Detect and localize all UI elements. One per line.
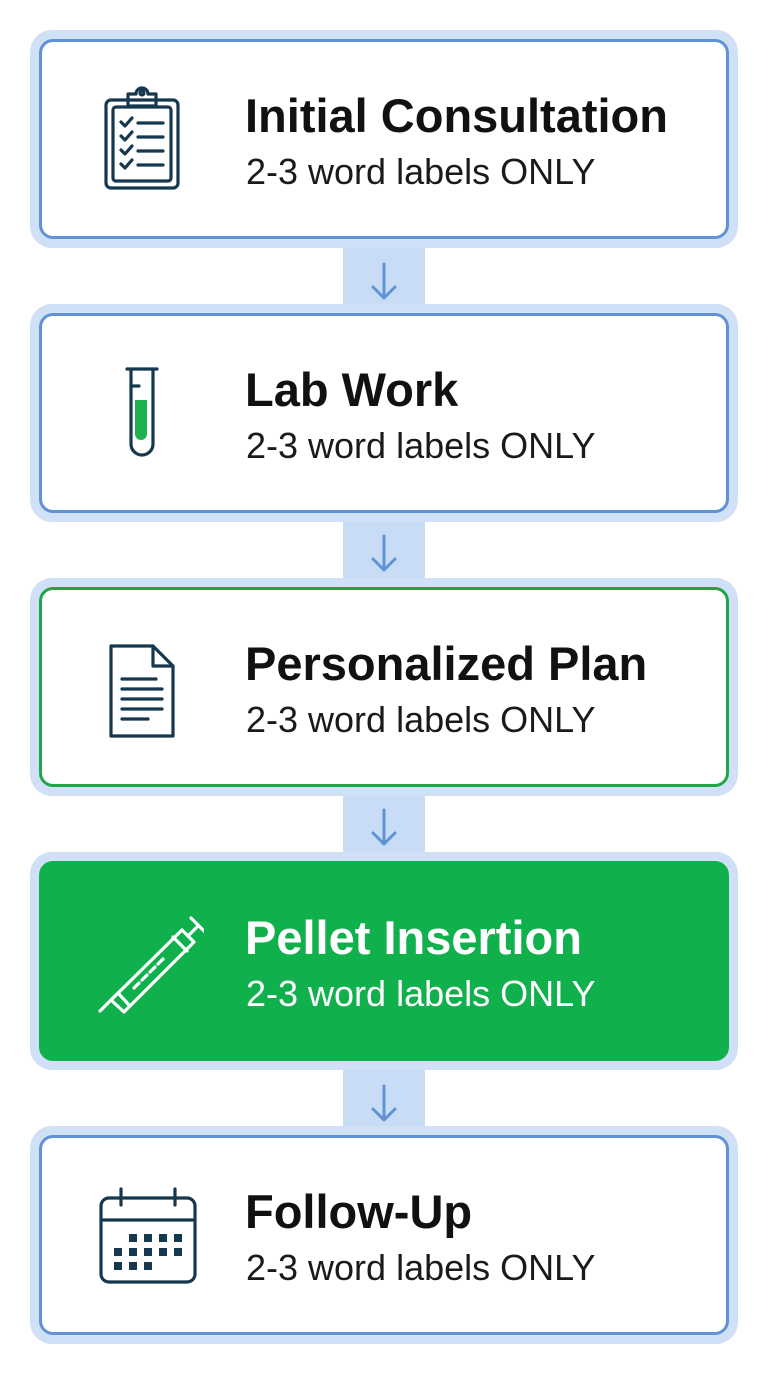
step-pellet-insertion: Pellet Insertion 2-3 word labels ONLY [30, 852, 738, 1070]
test-tube-icon [94, 356, 204, 474]
arrow-down-icon [371, 1084, 397, 1122]
step-subtitle: 2-3 word labels ONLY [246, 973, 596, 1014]
step-title: Personalized Plan [245, 637, 648, 690]
step-subtitle: 2-3 word labels ONLY [246, 699, 596, 740]
step-initial-consultation: Initial Consultation 2-3 word labels ONL… [30, 30, 738, 248]
step-title: Follow-Up [245, 1185, 473, 1238]
arrow-down-icon [371, 808, 397, 846]
syringe-icon [94, 904, 208, 1022]
step-personalized-plan: Personalized Plan 2-3 word labels ONLY [30, 578, 738, 796]
step-card: Pellet Insertion 2-3 word labels ONLY [39, 861, 729, 1061]
step-title: Pellet Insertion [245, 911, 582, 964]
step-follow-up: Follow-Up 2-3 word labels ONLY [30, 1126, 738, 1344]
document-icon [94, 630, 204, 748]
step-card: Follow-Up 2-3 word labels ONLY [39, 1135, 729, 1335]
step-subtitle: 2-3 word labels ONLY [246, 151, 596, 192]
clipboard-checklist-icon [94, 82, 204, 200]
calendar-icon [94, 1178, 204, 1296]
step-card: Initial Consultation 2-3 word labels ONL… [39, 39, 729, 239]
step-card: Lab Work 2-3 word labels ONLY [39, 313, 729, 513]
step-card: Personalized Plan 2-3 word labels ONLY [39, 587, 729, 787]
step-title: Lab Work [245, 363, 459, 416]
arrow-down-icon [371, 534, 397, 572]
step-lab-work: Lab Work 2-3 word labels ONLY [30, 304, 738, 522]
step-subtitle: 2-3 word labels ONLY [246, 425, 596, 466]
step-subtitle: 2-3 word labels ONLY [246, 1247, 596, 1288]
arrow-down-icon [371, 262, 397, 300]
step-title: Initial Consultation [245, 89, 668, 142]
